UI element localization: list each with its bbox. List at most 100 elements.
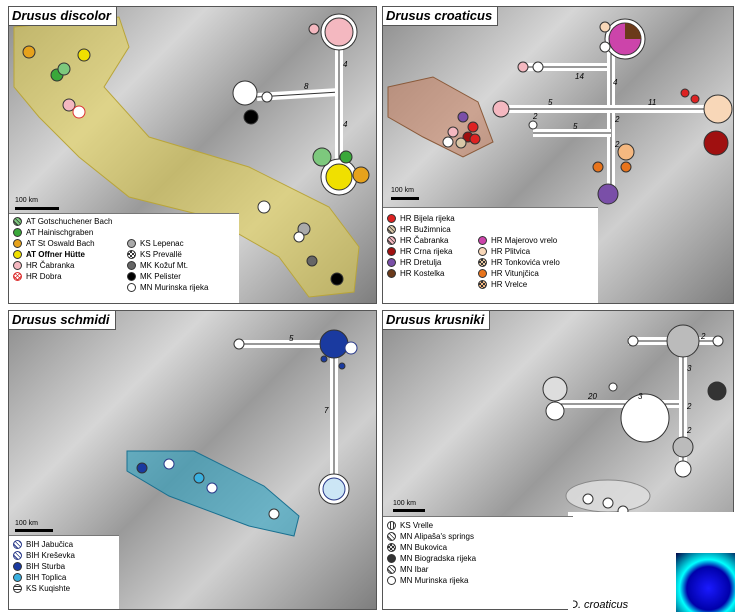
legend-label: HR Tonkovića vrelo — [491, 258, 560, 267]
scale-bar-schmidi — [15, 529, 53, 532]
legend-item: HR Vitunjčica — [478, 268, 560, 279]
legend-item: HR Bužimnica — [387, 224, 455, 235]
legend-symbol-icon — [13, 228, 22, 237]
legend-label: HR Vitunjčica — [491, 269, 539, 278]
scale-label-schmidi: 100 km — [15, 520, 38, 527]
branch-label: 14 — [575, 72, 584, 81]
legend-label: KS Lepenac — [140, 239, 184, 248]
legend-item: MK Kožuf Mt. — [127, 260, 208, 271]
legend-label: MN Ibar — [400, 565, 429, 574]
panel-title-croaticus: Drusus croaticus — [383, 7, 499, 26]
legend-item: BIH Kreševka — [13, 550, 75, 561]
legend-symbol-icon — [13, 261, 22, 270]
legend-item: HR Kostelka — [387, 268, 455, 279]
panel-title-krusniki: Drusus krusniki — [383, 311, 491, 330]
legend-symbol-icon — [13, 562, 22, 571]
legend-symbol-icon — [387, 521, 396, 530]
legend-label: AT Offner Hütte — [26, 250, 85, 259]
legend-symbol-icon — [13, 272, 22, 281]
map-croaticus-graphics: 14 4 5 2 11 5 2 2 — [387, 18, 733, 205]
distribution-area-schmidi — [126, 450, 300, 537]
branch-label: 2 — [686, 426, 692, 435]
legend-symbol-icon — [478, 247, 487, 256]
legend-symbol-icon — [13, 551, 22, 560]
legend-item: AT Hainischgraben — [13, 227, 112, 238]
legend-item: MN Murinska rijeka — [127, 282, 208, 293]
legend-symbol-icon — [127, 239, 136, 248]
legend-item: HR Dretulja — [387, 257, 455, 268]
legend-label: HR Plitvica — [491, 247, 531, 256]
scale-bar-croaticus — [391, 197, 419, 200]
legend-label: KS Kuqishte — [26, 584, 71, 593]
panel-title-schmidi: Drusus schmidi — [9, 311, 116, 330]
legend-label: BIH Toplica — [26, 573, 67, 582]
legend-label: HR Dretulja — [400, 258, 442, 267]
legend-item: MN Murinska rijeka — [387, 575, 476, 586]
branch-label: 11 — [648, 98, 656, 107]
scale-label-croaticus: 100 km — [391, 187, 414, 194]
legend-label: BIH Jabučica — [26, 540, 74, 549]
legend-item: HR Dobra — [13, 271, 112, 282]
legend-item: HR Tonkovića vrelo — [478, 257, 560, 268]
legend-label: HR Dobra — [26, 272, 62, 281]
legend-item: HR Crna rijeka — [387, 246, 455, 257]
branch-label: 5 — [548, 98, 553, 107]
branch-label: 5 — [289, 334, 294, 343]
legend-label: HR Čabranka — [26, 261, 75, 270]
legend-label: MK Kožuf Mt. — [140, 261, 189, 270]
branch-label: 5 — [573, 122, 578, 131]
legend-item: KS Vrelle — [387, 520, 476, 531]
legend-item: KS Prevallë — [127, 249, 208, 260]
legend-symbol-icon — [127, 283, 136, 292]
legend-symbol-icon — [387, 214, 396, 223]
legend-item: KS Lepenac — [127, 238, 208, 249]
legend-symbol-icon — [387, 247, 396, 256]
legend-item: HR Čabranka — [13, 260, 112, 271]
legend-label: HR Kostelka — [400, 269, 445, 278]
legend-label: HR Crna rijeka — [400, 247, 453, 256]
legend-symbol-icon — [13, 584, 22, 593]
legend-label: BIH Sturba — [26, 562, 66, 571]
map-panel-drusus-croaticus: 14 4 5 2 11 5 2 2 Drusus croaticus 100 k… — [382, 6, 734, 304]
legend-symbol-icon — [387, 269, 396, 278]
legend-item: HR Vrelce — [478, 279, 560, 290]
legend-symbol-icon — [13, 573, 22, 582]
branch-label: 2 — [532, 112, 538, 121]
legend-symbol-icon — [127, 261, 136, 270]
branch-label: 4 — [343, 120, 348, 129]
legend-label: MN Murinska rijeka — [400, 576, 469, 585]
legend-label: HR Majerovo vrelo — [491, 236, 558, 245]
legend-label: MN Alipaša's springs — [400, 532, 474, 541]
legend-symbol-icon — [387, 258, 396, 267]
legend-symbol-icon — [127, 250, 136, 259]
legend-symbol-icon — [387, 532, 396, 541]
branch-label: 3 — [687, 364, 692, 373]
legend-symbol-icon — [387, 236, 396, 245]
map-panel-drusus-discolor: 8 4 4 Drusus discolor 100 km AT Gotschuc… — [8, 6, 377, 304]
legend-label: HR Bužimnica — [400, 225, 451, 234]
legend-label: BIH Kreševka — [26, 551, 75, 560]
panel-title-discolor: Drusus discolor — [9, 7, 117, 26]
legend-label: MK Pelister — [140, 272, 181, 281]
branch-label: 2 — [686, 402, 692, 411]
legend-item: BIH Toplica — [13, 572, 75, 583]
legend-symbol-icon — [387, 576, 396, 585]
inset-image — [676, 553, 735, 612]
legend-item: MN Ibar — [387, 564, 476, 575]
branch-label: 2 — [700, 332, 706, 341]
legend-label: MN Murinska rijeka — [140, 283, 209, 292]
branch-label: 4 — [613, 78, 618, 87]
distribution-area-discolor — [13, 16, 360, 298]
legend-item: HR Bijela rijeka — [387, 213, 455, 224]
legend-item: MN Bukovica — [387, 542, 476, 553]
legend-symbol-icon — [478, 269, 487, 278]
legend-label: AT St Oswald Bach — [26, 239, 95, 248]
legend-symbol-icon — [13, 217, 22, 226]
legend-item: MN Biogradska rijeka — [387, 553, 476, 564]
figure-caption: D. croaticus — [570, 599, 629, 611]
legend-item: MK Pelister — [127, 271, 208, 282]
legend-symbol-icon — [478, 258, 487, 267]
legend-label: HR Bijela rijeka — [400, 214, 455, 223]
